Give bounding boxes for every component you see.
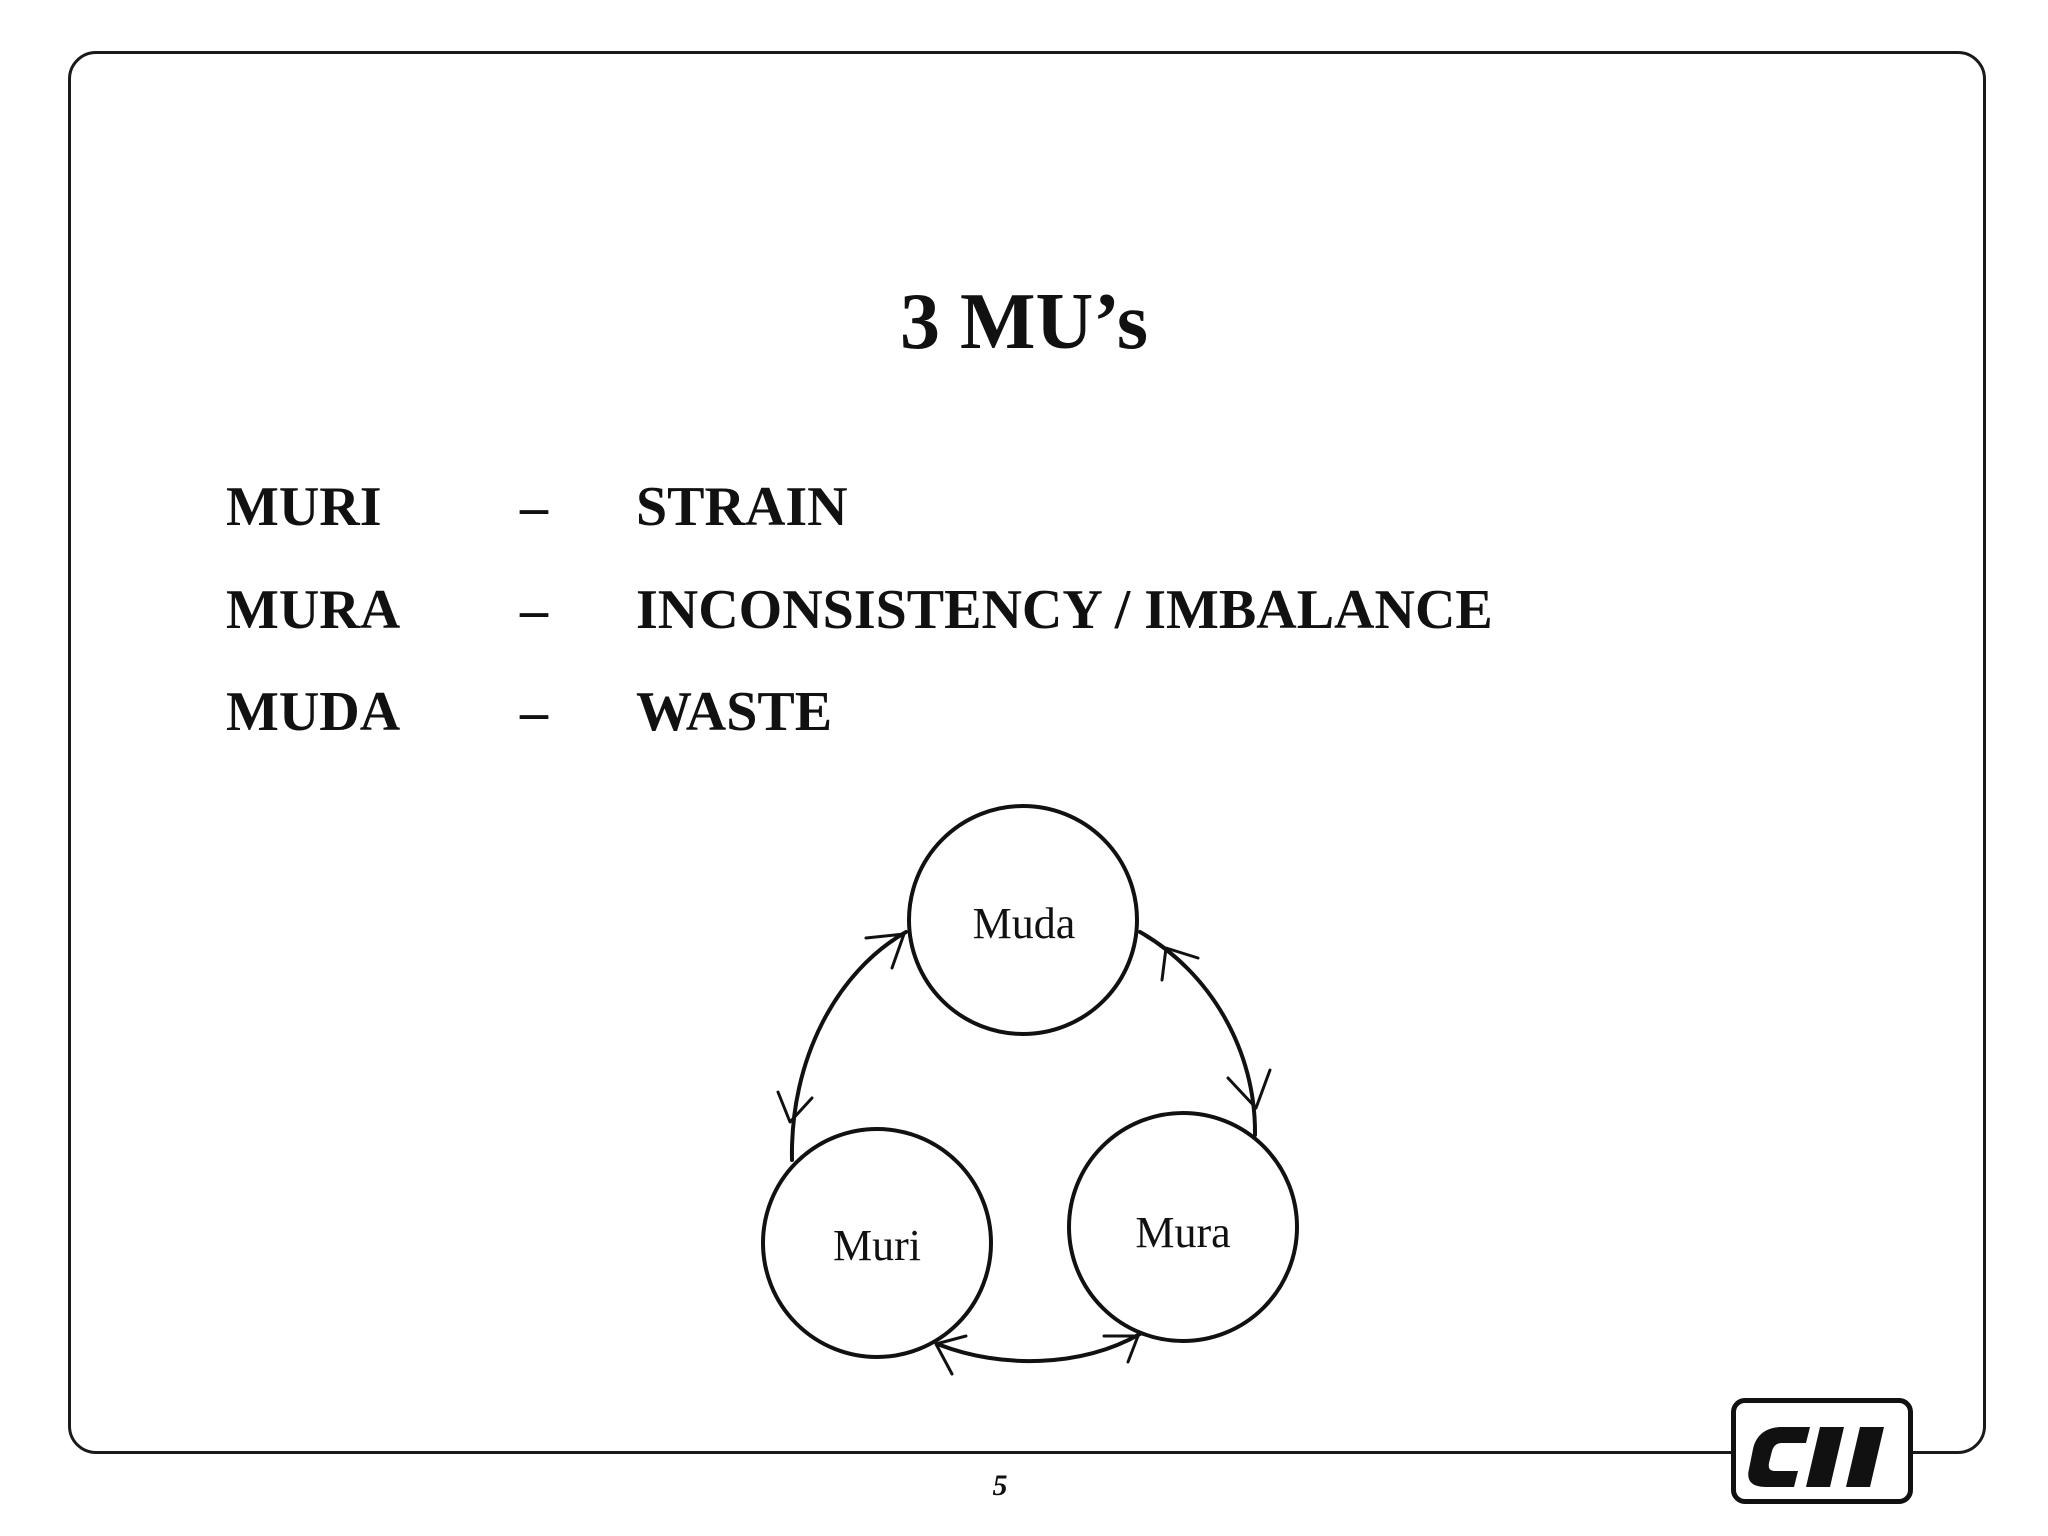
- slide-title: 3 MU’s: [899, 278, 1149, 366]
- page-number: 5: [992, 1469, 1008, 1502]
- node-muri-circle: [761, 1127, 993, 1359]
- definition-meaning: STRAIN: [636, 476, 848, 538]
- definition-meaning: WASTE: [636, 681, 833, 743]
- arrowhead-muri-from-muda: [776, 1090, 814, 1124]
- arrowhead-muda-from-muri: [864, 932, 906, 970]
- arrowhead-mura-from-muda: [1226, 1068, 1272, 1110]
- connector-muda-mura: [1138, 930, 1258, 1137]
- arrowhead-muri-from-mura: [934, 1334, 968, 1376]
- cii-logo: [1731, 1398, 1913, 1504]
- definition-dash: –: [520, 681, 548, 743]
- definition-meaning: INCONSISTENCY / IMBALANCE: [636, 579, 1493, 641]
- slide-frame: [68, 51, 1986, 1454]
- definition-dash: –: [520, 579, 548, 641]
- connector-muri-mura: [938, 1332, 1142, 1364]
- node-muda-circle: [907, 804, 1139, 1036]
- definition-term: MUDA: [226, 681, 401, 743]
- cii-logo-mark: [1748, 1427, 1884, 1487]
- definition-dash: –: [520, 476, 548, 538]
- node-mura-label: Mura: [1135, 1208, 1230, 1257]
- arrowhead-mura-from-muri: [1102, 1334, 1140, 1364]
- definition-term: MURI: [226, 476, 382, 538]
- arrowhead-muda-from-mura: [1160, 946, 1200, 982]
- node-mura-circle: [1067, 1111, 1299, 1343]
- definition-term: MURA: [226, 579, 401, 641]
- node-muri-label: Muri: [833, 1221, 921, 1270]
- node-muda-label: Muda: [973, 899, 1076, 948]
- connector-muda-muri: [789, 930, 908, 1162]
